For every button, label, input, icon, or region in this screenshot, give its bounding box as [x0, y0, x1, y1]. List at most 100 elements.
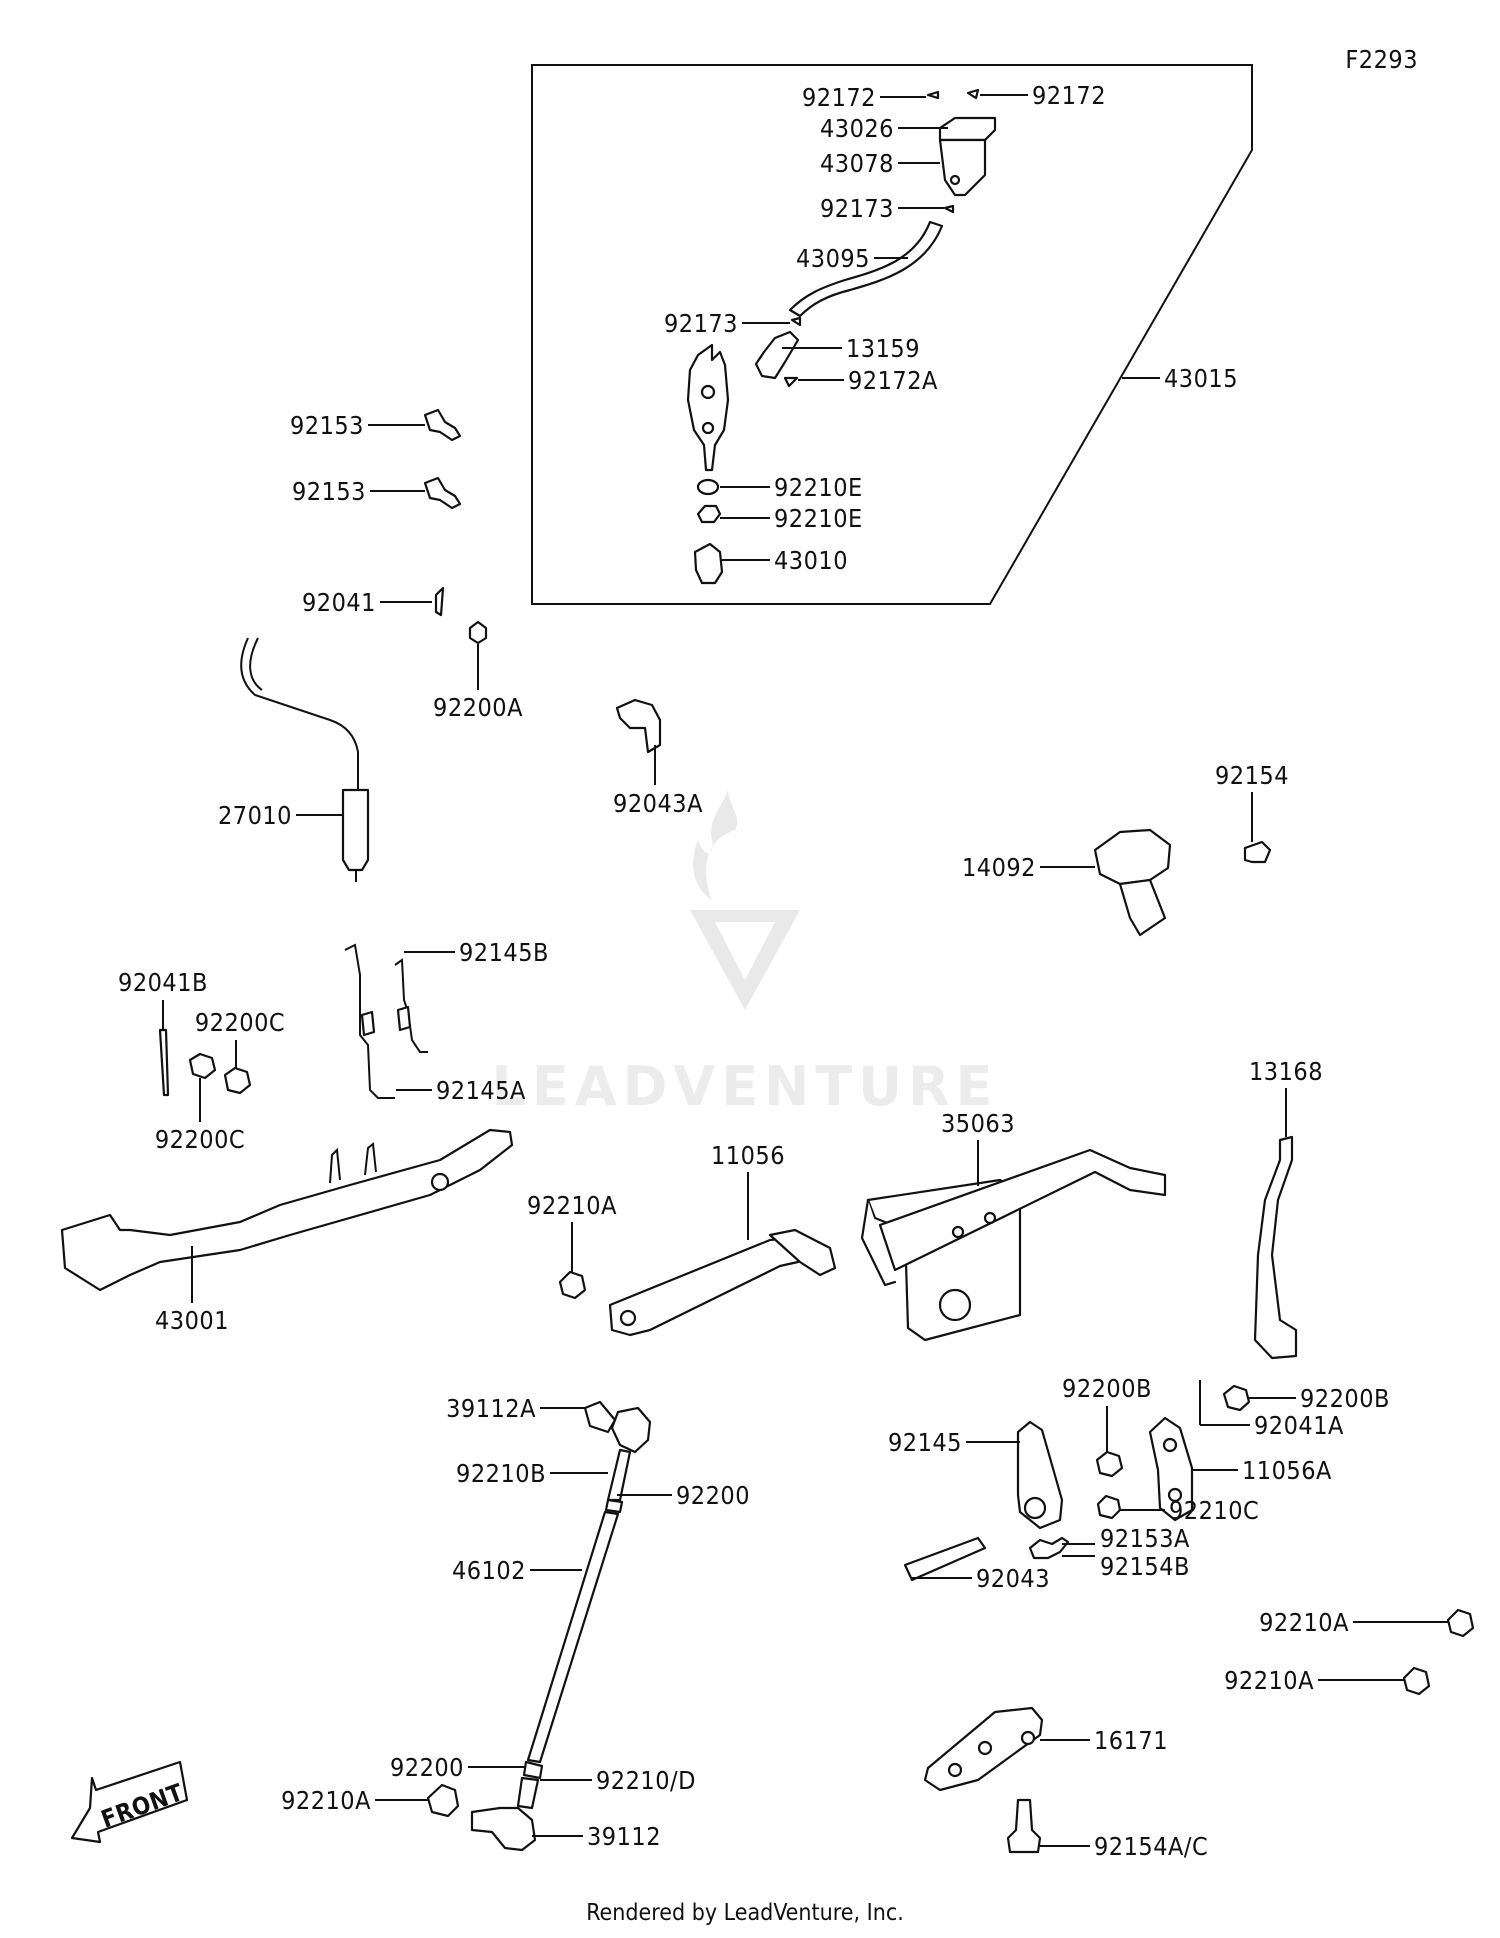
callout-92200C-a: 92200C	[195, 1008, 285, 1037]
callout-92200-a: 92200	[676, 1481, 750, 1510]
reservoir-43078	[938, 138, 987, 197]
callout-92145B: 92145B	[459, 938, 549, 967]
callout-92200-b: 92200	[390, 1753, 464, 1782]
spring-92145B	[394, 958, 428, 1053]
callout-92200B-a: 92200B	[1062, 1374, 1152, 1403]
callouts: 92172 92172 43026 43078 92173 43095 9217…	[118, 81, 1390, 1861]
nut-92210C	[1096, 1494, 1122, 1520]
callout-92172A: 92172A	[848, 366, 938, 395]
callout-43010: 43010	[774, 546, 848, 575]
callout-43095: 43095	[796, 244, 870, 273]
bolt-92154AC	[1006, 1798, 1042, 1854]
figure-code: F2293	[1345, 45, 1418, 74]
fitting-13159	[754, 330, 800, 380]
callout-92153-b: 92153	[292, 477, 366, 506]
part-shapes: FRONT	[60, 88, 1475, 1854]
callout-92041: 92041	[302, 588, 376, 617]
callout-43078: 43078	[820, 149, 894, 178]
nut-92210E-a	[696, 478, 720, 496]
callout-92210A-d: 92210A	[281, 1786, 371, 1815]
bracket-92043A	[615, 698, 662, 754]
nut-92210A-right-b	[1402, 1666, 1431, 1696]
nut-92210B	[604, 1498, 624, 1514]
callout-92210A-a: 92210A	[527, 1191, 617, 1220]
callout-92210E-a: 92210E	[774, 473, 863, 502]
callout-92043: 92043	[976, 1564, 1050, 1593]
callout-92200B-b: 92200B	[1300, 1384, 1390, 1413]
rod-46102	[526, 1510, 620, 1764]
callout-92200C-b: 92200C	[155, 1125, 245, 1154]
callout-43015: 43015	[1164, 364, 1238, 393]
callout-92210B: 92210B	[456, 1459, 546, 1488]
reservoir-cap-43026	[938, 116, 997, 142]
nut-92210A-right-a	[1446, 1608, 1475, 1638]
callout-92200A: 92200A	[433, 693, 523, 722]
clip-92172-b	[966, 88, 980, 100]
watermark: LEADVENTURE	[492, 790, 992, 1118]
callout-16171: 16171	[1094, 1726, 1168, 1755]
callout-92154B: 92154B	[1100, 1552, 1190, 1581]
nut-92210E-b	[696, 504, 722, 524]
callout-11056A: 11056A	[1242, 1456, 1332, 1485]
switch-wire	[240, 637, 359, 790]
bolt-92153-b	[423, 476, 462, 510]
brake-switch-27010	[341, 788, 370, 872]
nut-92210D	[522, 1760, 544, 1780]
nut-92210A-mid	[558, 1270, 587, 1300]
footer-credit: Rendered by LeadVenture, Inc.	[586, 1900, 904, 1926]
washer-92200B-a	[1095, 1450, 1124, 1478]
pin-92043	[903, 1536, 987, 1582]
spring-92145A	[344, 943, 395, 1099]
bolt-92153-a	[423, 408, 462, 442]
bolt-92153A	[1028, 1536, 1070, 1560]
callout-92173-a: 92173	[820, 194, 894, 223]
rod-end-top	[610, 1406, 652, 1454]
master-cylinder-body	[686, 343, 730, 472]
callout-11056: 11056	[711, 1141, 785, 1170]
callout-92172-b: 92172	[1032, 81, 1106, 110]
callout-35063: 35063	[941, 1109, 1015, 1138]
callout-92210A-c: 92210A	[1224, 1666, 1314, 1695]
callout-39112A: 39112A	[446, 1394, 536, 1423]
callout-92153-a: 92153	[290, 411, 364, 440]
callout-92210C: 92210C	[1169, 1496, 1259, 1525]
callout-39112: 39112	[587, 1822, 661, 1851]
callout-92154: 92154	[1215, 761, 1289, 790]
assembly-box-43015	[531, 64, 1253, 605]
cotter-pin-92041	[434, 586, 445, 617]
callout-92041B: 92041B	[118, 968, 208, 997]
callout-92173-b: 92173	[664, 309, 738, 338]
washer-92200B-b	[1222, 1384, 1251, 1412]
brake-pedal-43001	[60, 1128, 514, 1292]
watermark-flame-icon	[693, 790, 738, 900]
callout-46102: 46102	[452, 1556, 526, 1585]
hose-43095	[788, 220, 944, 318]
callout-92145A: 92145A	[436, 1076, 526, 1105]
bolt-39112A	[583, 1400, 617, 1434]
callout-92154AC: 92154A/C	[1094, 1832, 1208, 1861]
callout-92043A: 92043A	[613, 789, 703, 818]
callout-92210D: 92210/D	[596, 1766, 696, 1795]
callout-13159: 13159	[846, 334, 920, 363]
lever-11056	[608, 1236, 802, 1337]
knob-14092	[1093, 828, 1172, 886]
cotter-pin-92041B	[158, 1028, 170, 1097]
callout-14092: 14092	[962, 853, 1036, 882]
clip-92172-a	[926, 90, 940, 100]
front-arrow-icon	[70, 1760, 189, 1844]
nut-92210A-lower	[426, 1783, 460, 1818]
washer-92200C-a	[188, 1052, 217, 1080]
clevis-43010	[693, 542, 724, 585]
callout-92041A: 92041A	[1254, 1411, 1344, 1440]
callout-27010: 27010	[218, 801, 292, 830]
callout-43001: 43001	[155, 1306, 229, 1335]
callout-92210A-b: 92210A	[1259, 1608, 1349, 1637]
callout-43026: 43026	[820, 114, 894, 143]
rod-end-bottom-39112	[470, 1806, 537, 1852]
nipple-92154	[1243, 840, 1272, 864]
callout-92210E-b: 92210E	[774, 504, 863, 533]
callout-13168: 13168	[1249, 1057, 1323, 1086]
callout-92172-a: 92172	[802, 83, 876, 112]
clip-92172A	[783, 376, 799, 388]
